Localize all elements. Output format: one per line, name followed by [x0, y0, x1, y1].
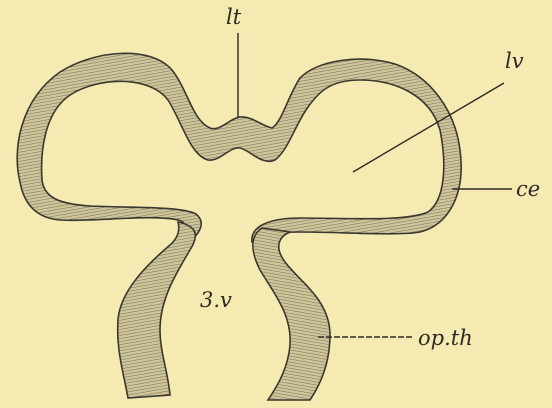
label-lv: lv: [505, 49, 524, 73]
label-third-ventricle: 3.v: [200, 288, 232, 312]
label-ce: ce: [516, 177, 540, 201]
label-op-th: op.th: [418, 326, 473, 350]
right-lower-wall: [253, 228, 330, 400]
label-lt: lt: [226, 5, 242, 29]
left-lower-wall: [118, 222, 196, 398]
